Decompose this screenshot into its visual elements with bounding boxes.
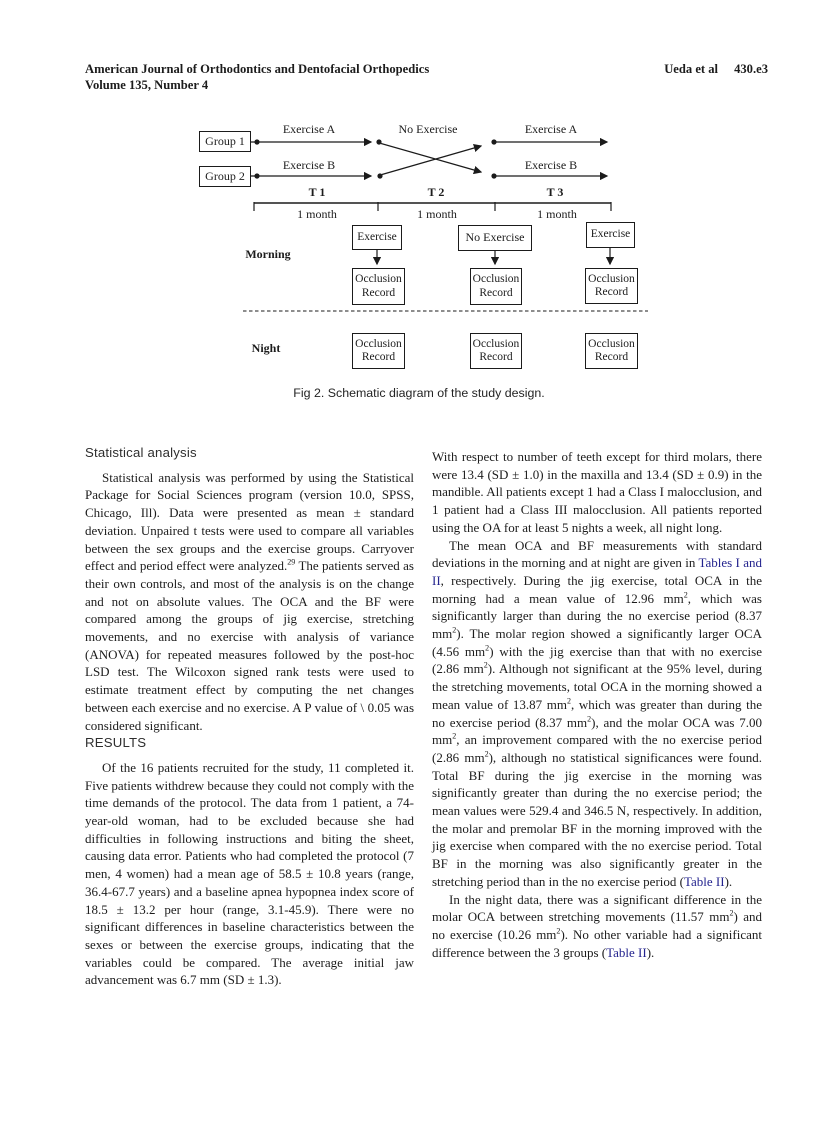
cross-reference-link[interactable]: Table II — [606, 944, 647, 960]
group2-box: Group 2 — [199, 166, 251, 187]
t1-duration-label: 1 month — [297, 207, 337, 221]
night-occlusion-record-box-t1: Occlusion Record — [352, 333, 405, 369]
morning-occlusion-record-box-t1: Occlusion Record — [352, 268, 405, 305]
morning-occlusion-record-box-t2: Occlusion Record — [470, 268, 522, 305]
running-head-right: Ueda et al 430.e3 — [664, 62, 768, 77]
t2-duration-label: 1 month — [417, 207, 457, 221]
results-paragraph-4: In the night data, there was a significa… — [432, 891, 762, 960]
period-t1-label: T 1 — [308, 185, 326, 199]
left-column: Statistical analysis Statistical analysi… — [85, 444, 414, 989]
figure-lines-canvas — [243, 137, 648, 312]
morning-occlusion-record-box-t3: Occlusion Record — [585, 268, 638, 304]
right-column: With respect to number of teeth except f… — [432, 448, 762, 961]
t3-bottom-arrow-label: Exercise B — [524, 158, 578, 172]
cross-reference-link[interactable]: Tables I and II — [432, 555, 763, 588]
night-occlusion-record-box-t3: Occlusion Record — [585, 333, 638, 369]
t3-duration-label: 1 month — [537, 207, 577, 221]
page-number: 430.e3 — [734, 62, 768, 76]
results-paragraph-1: Of the 16 patients recruited for the stu… — [85, 759, 414, 988]
morning-exercise-box-t1: Exercise — [352, 225, 402, 250]
morning-row-label: Morning — [245, 247, 291, 261]
results-paragraph-3: The mean OCA and BF measurements with st… — [432, 537, 763, 889]
morning-no-exercise-box-t2: No Exercise — [458, 225, 532, 251]
group1-box: Group 1 — [199, 131, 251, 152]
section-heading-results: RESULTS — [85, 735, 147, 751]
t2-arrow-label: No Exercise — [398, 122, 458, 136]
t1-top-arrow-label: Exercise A — [282, 122, 336, 136]
period-t2-label: T 2 — [427, 185, 445, 199]
study-design-figure: Group 1 Group 2 Exercise A Exercise B No… — [180, 118, 680, 380]
period-t3-label: T 3 — [546, 185, 564, 199]
authors-citation: Ueda et al — [664, 62, 719, 76]
night-row-label: Night — [251, 341, 281, 355]
journal-volume: Volume 135, Number 4 — [85, 77, 209, 92]
statistical-analysis-paragraph: Statistical analysis was performed by us… — [85, 469, 414, 733]
figure-caption: Fig 2. Schematic diagram of the study de… — [293, 386, 545, 400]
journal-title: American Journal of Orthodontics and Den… — [85, 62, 430, 76]
running-head-left: American Journal of Orthodontics and Den… — [85, 62, 429, 93]
t1-bottom-arrow-label: Exercise B — [282, 158, 336, 172]
section-heading-statistical-analysis: Statistical analysis — [85, 445, 197, 460]
morning-exercise-box-t3: Exercise — [586, 222, 635, 248]
cross-reference-link[interactable]: Table II — [683, 873, 725, 889]
results-paragraph-2: With respect to number of teeth except f… — [432, 449, 762, 535]
t3-top-arrow-label: Exercise A — [524, 122, 578, 136]
night-occlusion-record-box-t2: Occlusion Record — [470, 333, 522, 369]
